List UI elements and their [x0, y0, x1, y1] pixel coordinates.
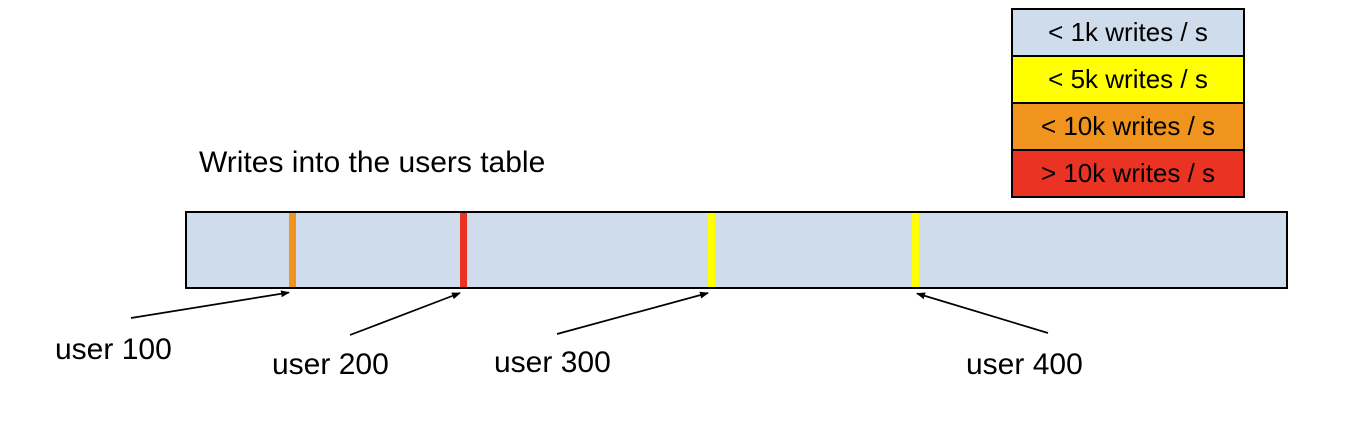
write-hotspot-user-300: [708, 213, 715, 287]
legend-item-label: < 5k writes / s: [1048, 64, 1208, 94]
legend-item-lt-5k: < 5k writes / s: [1013, 57, 1243, 104]
marker-label-user-200: user 200: [272, 348, 389, 381]
arrow-user-400: [916, 292, 1049, 334]
legend-item-lt-10k: < 10k writes / s: [1013, 104, 1243, 151]
arrow-user-300: [556, 291, 709, 335]
legend: < 1k writes / s < 5k writes / s < 10k wr…: [1011, 8, 1245, 198]
arrow-user-100: [130, 290, 290, 319]
diagram-title: Writes into the users table: [199, 146, 546, 179]
legend-item-label: < 10k writes / s: [1040, 111, 1216, 141]
legend-item-gt-10k: > 10k writes / s: [1013, 151, 1243, 196]
arrow-user-200: [349, 292, 461, 336]
marker-label-user-300: user 300: [494, 346, 611, 379]
marker-label-user-100: user 100: [55, 333, 172, 366]
legend-item-label: < 1k writes / s: [1048, 17, 1208, 47]
users-table-bar: [185, 211, 1288, 289]
write-hotspot-user-100: [289, 213, 296, 287]
write-hotspot-user-200: [460, 213, 467, 287]
write-hotspot-user-400: [912, 213, 919, 287]
legend-item-lt-1k: < 1k writes / s: [1013, 10, 1243, 57]
marker-label-user-400: user 400: [966, 348, 1083, 381]
legend-item-label: > 10k writes / s: [1040, 158, 1216, 188]
